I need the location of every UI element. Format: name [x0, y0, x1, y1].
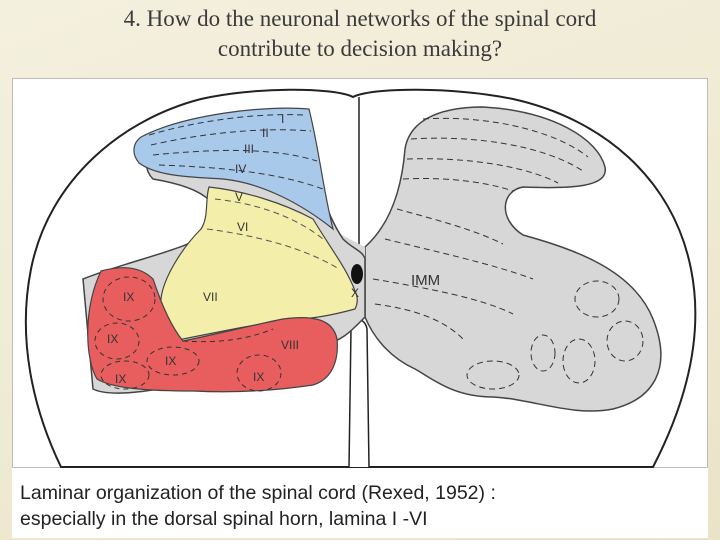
spinal-cord-diagram: I II III IV V VI VII VIII IX IX IX IX IX…	[12, 78, 708, 468]
label-lamina-3: III	[244, 142, 254, 156]
label-lamina-6: VI	[237, 220, 248, 234]
central-canal	[351, 264, 363, 284]
label-lamina-9d: IX	[165, 354, 176, 368]
caption-background	[12, 468, 708, 538]
label-lamina-9c: IX	[115, 372, 126, 386]
dorsal-lamina-lines	[148, 114, 324, 190]
label-imm: IMM	[411, 272, 440, 289]
spinal-cord-svg: I II III IV V VI VII VIII IX IX IX IX IX…	[24, 88, 697, 468]
slide-title: 4. How do the neuronal networks of the s…	[0, 4, 720, 64]
ventral-nucleus-outlines	[94, 276, 282, 392]
label-lamina-4: IV	[235, 162, 246, 176]
label-lamina-5: V	[235, 190, 243, 204]
label-lamina-10: X	[351, 286, 359, 300]
caption-line-2: especially in the dorsal spinal horn, la…	[20, 508, 428, 530]
label-lamina-9b: IX	[107, 332, 118, 346]
label-lamina-8: VIII	[281, 338, 299, 352]
label-lamina-9e: IX	[253, 370, 264, 384]
label-lamina-9a: IX	[123, 290, 134, 304]
title-line-1: 4. How do the neuronal networks of the s…	[123, 6, 597, 31]
right-gray-matter	[364, 106, 662, 412]
label-lamina-2: II	[262, 126, 269, 140]
ventral-median-fissure	[348, 319, 370, 468]
caption-line-1: Laminar organization of the spinal cord …	[20, 482, 496, 504]
right-lamina-lines	[372, 117, 644, 390]
label-lamina-7: VII	[203, 290, 218, 304]
title-line-2: contribute to decision making?	[217, 36, 503, 61]
intermediate-lamina-lines	[206, 198, 340, 270]
label-lamina-1: I	[281, 112, 284, 126]
figure-caption: Laminar organization of the spinal cord …	[20, 480, 700, 532]
